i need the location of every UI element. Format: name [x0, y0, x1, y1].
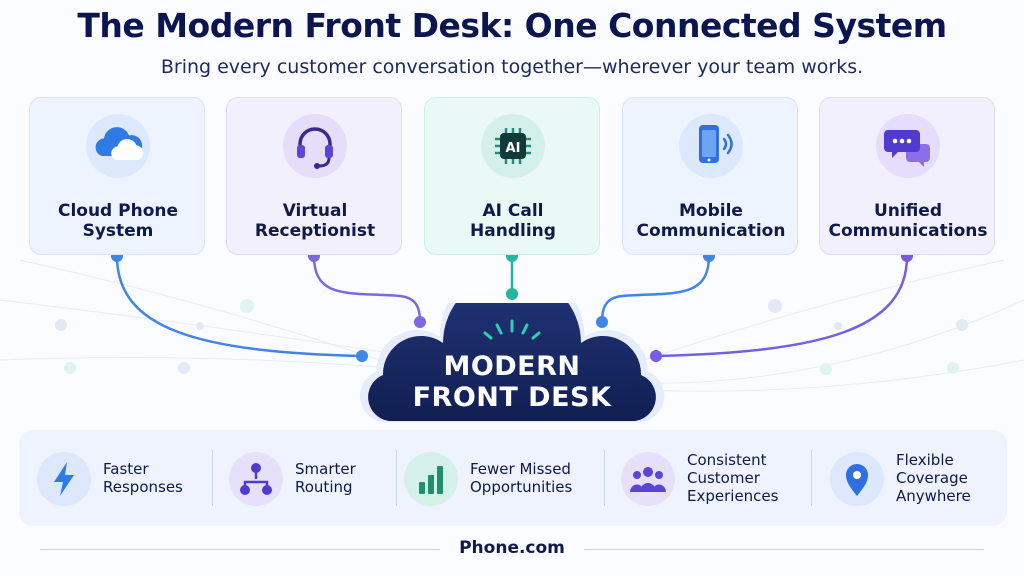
benefit-label: Consistent Customer Experiences — [687, 451, 779, 505]
footer-rule-right — [584, 549, 984, 550]
connector-virtual-receptionist — [312, 254, 422, 324]
people-icon — [621, 452, 675, 506]
benefit-label: Flexible Coverage Anywhere — [896, 451, 971, 505]
feature-label: Cloud Phone System — [57, 201, 179, 241]
signal-rays-icon — [483, 319, 541, 340]
lightning-icon — [37, 452, 91, 506]
feature-card-ai-call-handling: AI AI Call Handling — [424, 97, 600, 255]
page-title: The Modern Front Desk: One Connected Sys… — [77, 6, 947, 45]
bar-chart-icon — [404, 452, 458, 506]
hub-label: MODERN FRONT DESK — [412, 351, 612, 413]
benefit-label: Fewer Missed Opportunities — [470, 460, 573, 496]
feature-card-cloud-phone: Cloud Phone System — [29, 97, 205, 255]
location-pin-icon — [830, 452, 884, 506]
feature-label: AI Call Handling — [470, 201, 556, 241]
feature-label: Mobile Communication — [636, 201, 786, 241]
connector-unified — [654, 254, 909, 358]
benefit-divider — [396, 450, 397, 506]
ai-chip-icon: AI — [481, 114, 545, 178]
chat-bubbles-icon — [876, 114, 940, 178]
feature-card-unified-communications: Unified Communications — [819, 97, 995, 255]
benefit-divider — [604, 450, 605, 506]
headset-icon — [283, 114, 347, 178]
benefits-bar: Faster Responses Smarter Routing — [19, 430, 1007, 526]
mobile-phone-icon — [679, 114, 743, 178]
routing-icon — [229, 452, 283, 506]
feature-label: Unified Communications — [828, 201, 988, 241]
connector-mobile — [600, 254, 711, 324]
benefit-label: Faster Responses — [103, 460, 183, 496]
connector-cloud-phone — [115, 254, 364, 358]
footer-rule-left — [40, 549, 440, 550]
cloud-icon — [86, 114, 150, 178]
feature-card-virtual-receptionist: Virtual Receptionist — [226, 97, 402, 255]
benefit-label: Smarter Routing — [295, 460, 356, 496]
page-subtitle: Bring every customer conversation togeth… — [160, 56, 864, 78]
benefit-divider — [212, 450, 213, 506]
brand-footer: Phone.com — [459, 538, 565, 558]
modern-front-desk-hub: MODERN FRONT DESK — [357, 303, 667, 431]
ai-chip-text: AI — [506, 141, 521, 156]
feature-card-mobile-communication: Mobile Communication — [622, 97, 798, 255]
benefit-divider — [811, 450, 812, 506]
feature-label: Virtual Receptionist — [254, 201, 376, 241]
